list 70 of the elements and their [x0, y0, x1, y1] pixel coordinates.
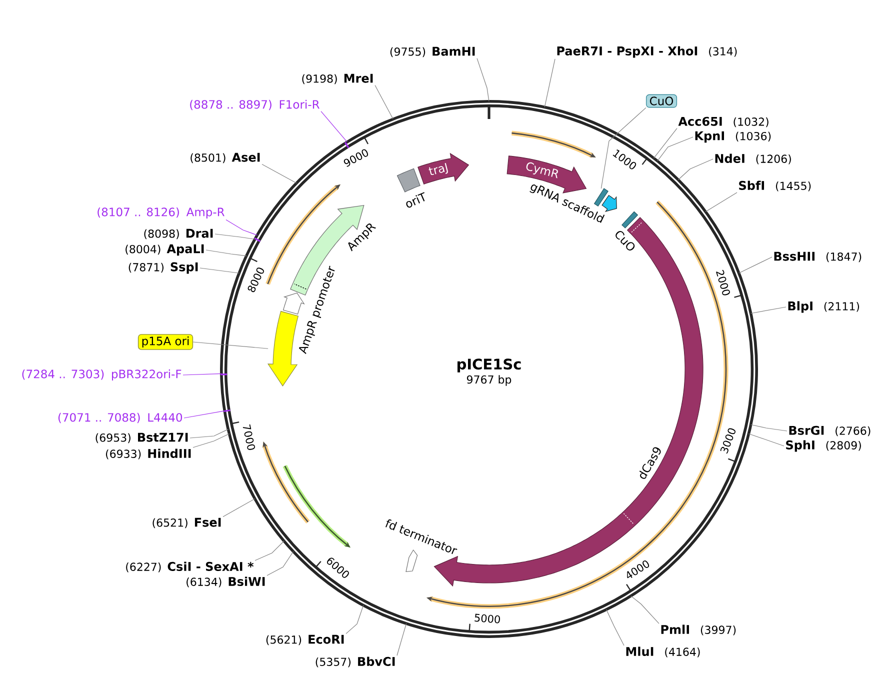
leader-line [206, 250, 247, 256]
restriction-site-label: (6134) BsiWI [186, 576, 265, 588]
leader-line [182, 373, 222, 376]
restriction-site-label: (7871) SspI [128, 262, 198, 274]
leader-line [705, 192, 738, 212]
leader-line [738, 256, 772, 274]
leader-line [606, 609, 624, 646]
leader-line [653, 128, 678, 158]
leader-line [374, 85, 394, 120]
callout-box: p15A ori [138, 334, 194, 350]
restriction-site-label: KpnI (1036) [695, 131, 771, 143]
leader-line [266, 551, 294, 576]
restriction-site-label: SphI (2809) [786, 440, 861, 452]
leader-line [184, 410, 225, 418]
restriction-site-label: BsrGI (2766) [789, 426, 870, 436]
restriction-site-label: (8501) AseI [190, 152, 260, 164]
feature-label: CuO [616, 230, 635, 251]
restriction-site-label: SbfI (1455) [739, 180, 811, 192]
restriction-site-label: BlpI (2111) [788, 301, 860, 313]
restriction-site-label: (8004) ApaLI [126, 244, 204, 256]
leader-line [262, 164, 297, 184]
tick-label: 8000 [248, 268, 264, 292]
leader-line [600, 107, 646, 189]
leader-line [320, 111, 348, 142]
leader-line [678, 158, 714, 180]
primer-label: (7284 .. 7303) pBR322ori-F [22, 369, 182, 381]
leader-line [544, 58, 556, 108]
restriction-site-label: PmlI (3997) [661, 624, 736, 636]
leader-line [346, 604, 364, 634]
restriction-site-label: (6521) FseI [152, 518, 221, 528]
restriction-site-label: Acc65I (1032) [678, 116, 768, 128]
leader-line [396, 623, 407, 656]
restriction-site-label: (6933) HindIII [106, 448, 191, 460]
leader-line [200, 268, 240, 274]
leader-line [476, 58, 490, 102]
tick-label: 7000 [242, 424, 256, 450]
plasmid-name: pICE1Sc [458, 358, 521, 372]
leader-line [222, 498, 256, 517]
primer-label: (8878 .. 8897) F1ori-R [190, 100, 320, 110]
restriction-site-label: (5621) EcoRI [266, 634, 344, 646]
primer-label: (7071 .. 7088) L4440 [58, 412, 182, 424]
tick-label: 2000 [716, 270, 730, 296]
restriction-site-label: NdeI (1206) [715, 154, 791, 164]
primer-label: (8107 .. 8126) Amp-R [98, 207, 224, 219]
leader-line [630, 596, 660, 624]
restriction-site-label: BssHII (1847) [774, 252, 862, 262]
leader-line [214, 234, 256, 240]
feature-label: oriT [406, 192, 425, 208]
leader-line [748, 433, 784, 446]
restriction-site-label: (9198) MreI [302, 74, 373, 84]
feature-segment: traJ [418, 152, 470, 184]
callout-box: CuO [646, 94, 678, 108]
leader-line [750, 424, 788, 432]
restriction-site-label: (6227) CsiI - SexAI * [126, 562, 254, 572]
plasmid-length: 9767 bp [466, 375, 512, 386]
leader-line [192, 342, 268, 349]
leader-line [226, 219, 258, 236]
restriction-site-label: (6953) BstZ17I [96, 432, 188, 444]
leader-line [254, 540, 284, 561]
leader-line [657, 136, 694, 162]
restriction-site-label: MluI (4164) [626, 646, 700, 658]
restriction-site-label: (8098) DraI [144, 228, 213, 240]
leader-line [750, 306, 786, 314]
restriction-site-label: (5357) BbvCI [316, 656, 395, 668]
restriction-site-label: PaeR7I - PspXI - XhoI (314) [557, 46, 737, 58]
leader-line [192, 433, 230, 448]
tick-label: 5000 [474, 614, 500, 624]
restriction-site-label: (9755) BamHI [390, 46, 475, 58]
tick-label: 3000 [720, 428, 736, 454]
leader-line [190, 428, 229, 438]
